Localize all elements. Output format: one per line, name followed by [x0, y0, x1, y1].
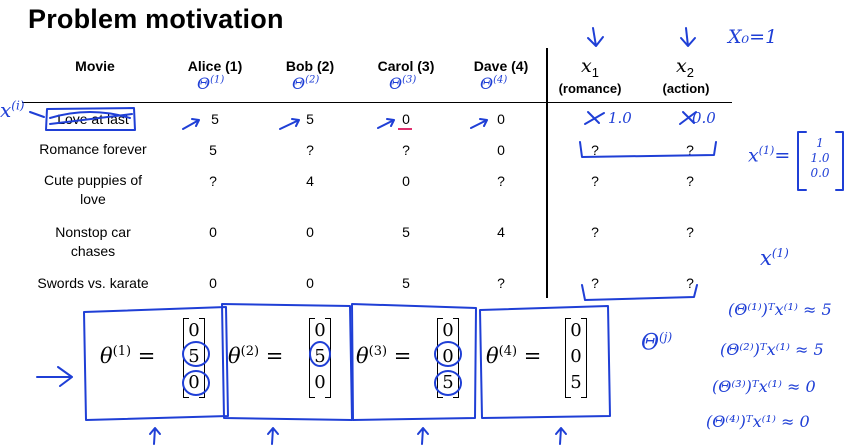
rating-cell: 5: [402, 275, 410, 291]
right-arrow-icon: [36, 366, 73, 387]
bracket-stroke: [835, 131, 844, 191]
up-arrow-icon: [267, 427, 279, 445]
down-arrow-icon: [680, 27, 696, 47]
x1-annotation: x(1): [760, 246, 789, 270]
feature-value: 1.0: [608, 109, 632, 127]
rating-cell: 0: [497, 111, 505, 127]
arrow-icon: [29, 111, 45, 118]
theta-j-annotation: Θ(j): [641, 330, 673, 356]
strike-mark: [679, 111, 697, 125]
header-x2-label: (action): [662, 81, 710, 96]
feature-cell: ?: [686, 275, 694, 291]
header-divider: [22, 102, 732, 103]
circle-mark: [434, 341, 462, 367]
rating-cell: ?: [497, 275, 505, 291]
rating-cell: ?: [497, 173, 505, 189]
circle-mark: [309, 341, 331, 367]
theta-vector-4: θ(4) = 0 0 5: [486, 316, 606, 406]
theta-vector-2: θ(2) = 0 5 0: [228, 316, 348, 406]
rating-cell: 4: [497, 224, 505, 240]
rating-cell: ?: [306, 142, 314, 158]
arrow-icon: [377, 118, 395, 129]
rating-cell: ?: [402, 142, 410, 158]
theta-vector-3: θ(3) = 0 0 5: [356, 316, 476, 406]
header-x1-label: (romance): [558, 81, 622, 96]
product-annotation: (Θ⁽⁴⁾)ᵀx⁽¹⁾ ≈ 0: [706, 412, 810, 431]
movie-title: Swords vs. karate: [37, 275, 149, 291]
header-x1: x1: [581, 55, 599, 80]
x1-vector-annotation: x(1)=: [748, 144, 791, 167]
rating-cell: ?: [209, 173, 217, 189]
strike-mark: [584, 111, 605, 125]
rating-cell: 0: [306, 275, 314, 291]
feature-cell: ?: [686, 173, 694, 189]
rating-cell: 5: [306, 111, 314, 127]
bracket-stroke: [797, 131, 807, 191]
product-annotation: (Θ⁽³⁾)ᵀx⁽¹⁾ ≈ 0: [712, 377, 816, 396]
rating-cell: 0: [402, 111, 410, 127]
rating-cell: 0: [209, 224, 217, 240]
theta-box: [479, 305, 611, 419]
theta-box: [83, 306, 229, 421]
theta-annotation: Θ(2): [292, 74, 320, 93]
up-arrow-icon: [555, 427, 567, 445]
strike-scribble: [49, 111, 133, 125]
product-annotation: (Θ⁽²⁾)ᵀx⁽¹⁾ ≈ 5: [720, 340, 824, 359]
rating-cell: 4: [306, 173, 314, 189]
header-movie: Movie: [75, 58, 115, 74]
x-i-annotation: x(i): [0, 98, 25, 122]
bracket-stroke: [581, 284, 698, 301]
feature-cell: ?: [686, 224, 694, 240]
movie-title: Cute puppies of love: [43, 172, 143, 207]
arrow-icon: [279, 118, 300, 130]
rating-cell: 5: [402, 224, 410, 240]
feature-value: 0.0: [692, 109, 716, 127]
theta-box: [221, 303, 353, 421]
up-arrow-icon: [149, 427, 161, 445]
arrow-icon: [182, 118, 200, 130]
header-x2: x2: [676, 55, 694, 80]
up-arrow-icon: [417, 427, 429, 445]
rating-cell: 5: [209, 142, 217, 158]
feature-cell: ?: [591, 224, 599, 240]
header-alice: Alice (1): [187, 58, 243, 74]
rating-cell: 0: [497, 142, 505, 158]
highlight-box: [45, 107, 136, 131]
feature-cell: ?: [686, 142, 694, 158]
product-annotation: (Θ⁽¹⁾)ᵀx⁽¹⁾ ≈ 5: [728, 300, 832, 319]
header-carol: Carol (3): [377, 58, 435, 74]
circle-mark: [182, 341, 210, 367]
x0-annotation: X₀=1: [728, 26, 778, 48]
header-bob: Bob (2): [285, 58, 335, 74]
rating-cell: 5: [211, 111, 219, 127]
page-title: Problem motivation: [28, 4, 284, 34]
feature-cell: ?: [591, 142, 599, 158]
down-arrow-icon: [587, 27, 604, 47]
rating-cell: 0: [402, 173, 410, 189]
rating-cell: 0: [209, 275, 217, 291]
theta-annotation: Θ(3): [389, 74, 417, 93]
x1-vector-values: 1 1.0 0.0: [810, 136, 830, 180]
feature-cell: ?: [591, 173, 599, 189]
rating-cell: 0: [306, 224, 314, 240]
pink-underline: [398, 128, 412, 130]
bracket-stroke: [579, 141, 717, 158]
theta-annotation: Θ(4): [480, 74, 508, 93]
movie-title: Nonstop car chases: [55, 224, 131, 259]
circle-mark: [182, 370, 210, 396]
movie-title: Romance forever: [39, 141, 147, 157]
feature-divider: [546, 48, 548, 298]
arrow-icon: [470, 118, 488, 129]
feature-cell: ?: [591, 275, 599, 291]
circle-mark: [434, 370, 462, 396]
theta-annotation: Θ(1): [197, 74, 225, 93]
header-dave: Dave (4): [473, 58, 529, 74]
theta-box: [351, 303, 477, 421]
